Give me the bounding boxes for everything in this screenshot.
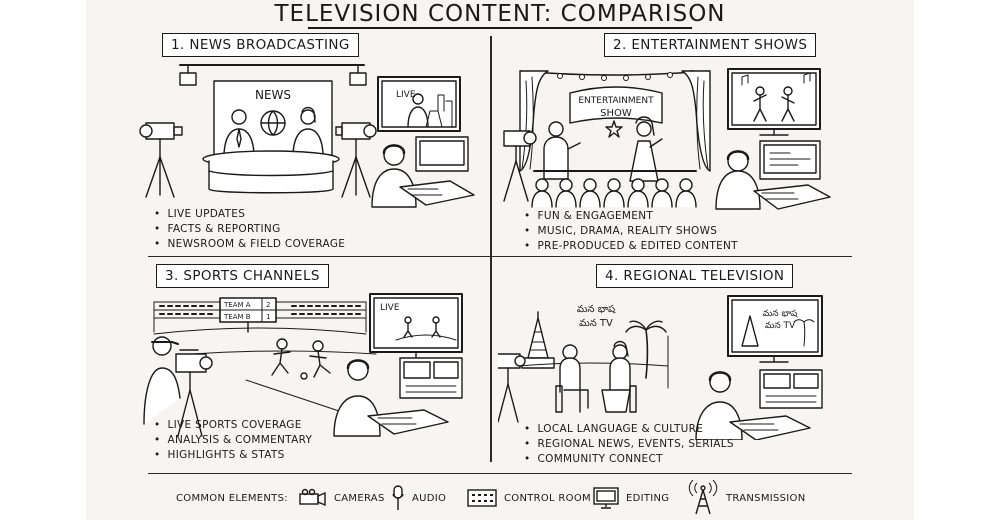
microphone-icon (392, 485, 404, 510)
legend-label: COMMON ELEMENTS: (176, 492, 288, 504)
entertainment-stage-scene: ENTERTAINMENT SHOW (503, 68, 831, 210)
bullet-list: LOCAL LANGUAGE & CULTURE REGIONAL NEWS, … (524, 422, 734, 467)
studio-light-icon (349, 64, 367, 86)
panel-news-broadcasting: 1. NEWS BROADCASTING NEWS LIVE LIV (96, 33, 493, 255)
studio-light-icon (179, 64, 197, 86)
list-item: LIVE UPDATES (154, 207, 345, 222)
control-console-icon (467, 489, 497, 507)
panel-entertainment-shows: 2. ENTERTAINMENT SHOWS ENTERTAINMENT SHO… (498, 33, 895, 255)
panel-heading: 3. SPORTS CHANNELS (156, 264, 329, 288)
legend-item-label: AUDIO (412, 492, 447, 504)
list-item: FACTS & REPORTING (154, 222, 345, 237)
audience (531, 178, 697, 208)
star-icon (605, 120, 623, 138)
live-monitor-label: LIVE (396, 90, 416, 100)
scoreboard (219, 297, 277, 333)
guest-figure (601, 340, 637, 413)
horizontal-divider (148, 256, 852, 257)
footer-divider (148, 473, 852, 474)
list-item: PRE-PRODUCED & EDITED CONTENT (524, 239, 738, 254)
illustration-sheet: TELEVISION CONTENT: COMPARISON 1. NEWS B… (86, 0, 914, 520)
scoreboard-score: 2 (266, 301, 270, 309)
player-figure (271, 338, 291, 376)
antenna-tower-icon (688, 480, 718, 515)
title-underline (308, 27, 692, 29)
regional-studio-scene: మన భాష మన TV మన భాష మన TV (498, 295, 823, 440)
scoreboard-team: TEAM B (223, 313, 251, 321)
live-monitor (377, 76, 461, 132)
sign-text-line2: SHOW (600, 108, 632, 119)
monitor-logo-line1: మన భాష (763, 309, 798, 319)
list-item: HIGHLIGHTS & STATS (154, 448, 312, 463)
globe-icon (260, 110, 286, 136)
page-title: TELEVISION CONTENT: COMPARISON (274, 1, 726, 27)
monitor-icon (593, 487, 619, 509)
common-elements-legend: COMMON ELEMENTS: CAMERAS AUDIO CONTROL R… (86, 476, 914, 520)
channel-logo-line2: మన TV (579, 318, 613, 329)
camera-icon (139, 122, 183, 198)
stadium-stands (153, 301, 367, 335)
panel-heading: 1. NEWS BROADCASTING (162, 33, 359, 57)
regional-channel-monitor (727, 295, 823, 363)
live-monitor (369, 293, 463, 359)
football-icon (300, 372, 308, 380)
list-item: NEWSROOM & FIELD COVERAGE (154, 237, 345, 252)
panel-sports-channels: 3. SPORTS CHANNELS TEAM A 2 TEAM B 1 (96, 258, 493, 480)
cameraman-figure (143, 336, 213, 437)
camera-icon (335, 122, 377, 198)
stage-curtain (681, 70, 711, 172)
control-room-operator (333, 357, 463, 437)
legend-item-transmission: TRANSMISSION (686, 476, 806, 520)
vertical-divider (490, 36, 492, 462)
host-figure (555, 344, 589, 413)
control-room-operator (371, 136, 475, 208)
news-anchor-figure (292, 106, 324, 158)
bullet-list: LIVE UPDATES FACTS & REPORTING NEWSROOM … (154, 207, 345, 252)
camera-icon (498, 353, 526, 423)
list-item: REGIONAL NEWS, EVENTS, SERIALS (524, 437, 734, 452)
camera-icon (299, 488, 326, 507)
legend-item-label: CONTROL ROOM (504, 492, 591, 504)
music-video-monitor (727, 68, 821, 136)
news-desk (202, 150, 340, 194)
list-item: LOCAL LANGUAGE & CULTURE (524, 422, 734, 437)
monitor-logo-line2: మన TV (765, 321, 796, 331)
list-item: MUSIC, DRAMA, REALITY SHOWS (524, 224, 738, 239)
scoreboard-score: 1 (266, 313, 270, 321)
host-figure (543, 121, 581, 180)
list-item: COMMUNITY CONNECT (524, 452, 734, 467)
legend-item-control-room: CONTROL ROOM (466, 476, 591, 520)
list-item: ANALYSIS & COMMENTARY (154, 433, 312, 448)
legend-item-label: TRANSMISSION (726, 492, 806, 504)
news-screen-label: NEWS (255, 88, 291, 102)
palm-tree-icon (625, 320, 667, 379)
legend-item-cameras: CAMERAS (298, 476, 385, 520)
panel-heading: 4. REGIONAL TELEVISION (596, 264, 794, 288)
legend-item-audio: AUDIO (390, 476, 446, 520)
news-anchor-figure (223, 109, 255, 158)
live-monitor-label: LIVE (380, 303, 400, 313)
bullet-list: LIVE SPORTS COVERAGE ANALYSIS & COMMENTA… (154, 418, 312, 463)
bullet-list: FUN & ENGAGEMENT MUSIC, DRAMA, REALITY S… (524, 209, 738, 254)
news-studio-scene: NEWS LIVE (139, 64, 475, 208)
temple-icon (521, 311, 555, 369)
player-figure (309, 340, 331, 378)
editing-operator (715, 140, 831, 210)
camera-icon (503, 130, 537, 202)
scoreboard-team: TEAM A (223, 301, 251, 309)
sign-text-line1: ENTERTAINMENT (578, 96, 654, 106)
legend-item-label: EDITING (626, 492, 670, 504)
channel-logo-line1: మన భాష (577, 304, 616, 315)
entertainment-sign (569, 86, 663, 124)
list-item: LIVE SPORTS COVERAGE (154, 418, 312, 433)
legend-item-editing: EDITING (592, 476, 669, 520)
panel-heading: 2. ENTERTAINMENT SHOWS (604, 33, 817, 57)
list-item: FUN & ENGAGEMENT (524, 209, 738, 224)
sports-stadium-scene: TEAM A 2 TEAM B 1 LIVE (143, 293, 463, 437)
panel-regional-television: 4. REGIONAL TELEVISION మన భాష మన TV మన భ… (498, 258, 895, 480)
legend-item-label: CAMERAS (334, 492, 385, 504)
